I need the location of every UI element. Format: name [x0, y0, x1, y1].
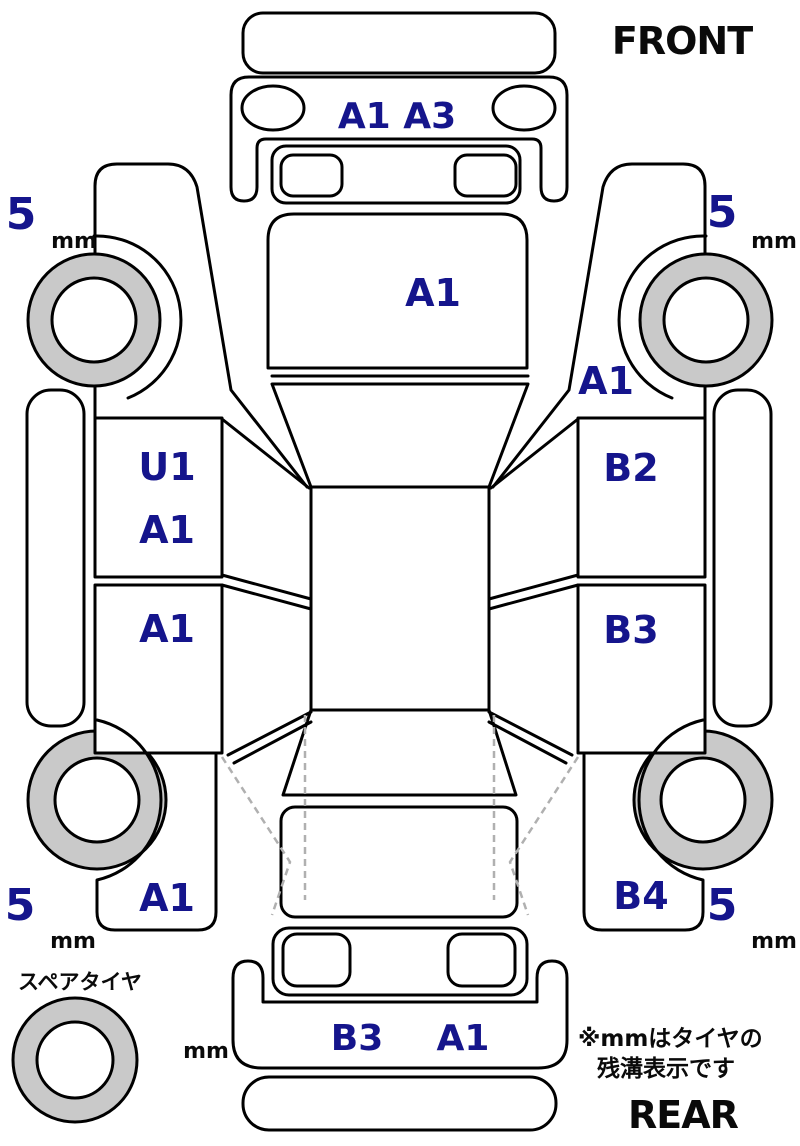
rear-end: [220, 715, 580, 1132]
left-c-pillar-line-1: [226, 710, 313, 757]
left-c-pillar-line-2: [232, 720, 313, 765]
front-right-fender: [491, 162, 708, 489]
spare-tread-unit: mm: [183, 1039, 229, 1064]
left-b-pillar-line-1: [220, 573, 313, 601]
front-left-fender: [92, 162, 309, 489]
right-c-pillar-line-1: [487, 710, 574, 757]
left-b-pillar-line-2: [220, 583, 313, 611]
rear-left-tread-value: 5: [5, 880, 36, 931]
front-right-tire: [638, 252, 774, 388]
hidden-line-right-quarter: [508, 756, 580, 916]
headlight-right: [491, 84, 557, 132]
left-front-door-label-1: U1: [138, 445, 195, 489]
hood: [266, 212, 530, 378]
right-b-pillar-line-1: [487, 573, 580, 601]
right-c-pillar-line-2: [487, 720, 568, 765]
taillight-right: [446, 932, 517, 988]
rear-left-tread-unit: mm: [50, 929, 96, 954]
rear-lower-trim: [241, 1075, 558, 1132]
right-front-fender-label: A1: [578, 359, 634, 403]
right-rear-door-label: B3: [603, 608, 658, 652]
front-title: FRONT: [612, 19, 753, 63]
note-line-1: ※mmはタイヤの: [578, 1026, 763, 1052]
hood-outline: [266, 212, 529, 370]
right-front-door: [576, 416, 707, 579]
rear-window: [281, 708, 518, 797]
front-upper-trim: [241, 11, 557, 75]
front-end: [229, 11, 569, 205]
right-rear-door: [576, 583, 707, 755]
taillight-left: [281, 932, 352, 988]
left-rear-door: [93, 583, 224, 755]
windshield: [270, 382, 530, 489]
rear-bumper-label-right: A1: [437, 1018, 490, 1059]
right-front-door-label: B2: [603, 446, 658, 490]
rear-right-tread-value: 5: [707, 880, 738, 931]
note-line-2: 残溝表示です: [597, 1055, 735, 1082]
right-quarter-panel-outline: [582, 718, 705, 932]
front-left-tire: [26, 252, 162, 388]
left-rocker-panel: [25, 388, 86, 728]
rear-bumper-label-left: B3: [331, 1018, 384, 1059]
headlight-left: [240, 84, 306, 132]
left-front-door-label-2: A1: [139, 508, 195, 552]
roof-panel: [309, 485, 491, 712]
grille-left-insert: [279, 153, 344, 198]
rear-right-tire: [632, 729, 774, 871]
left-quarter-panel-outline: [95, 718, 218, 932]
hidden-line-left-quarter: [220, 756, 292, 916]
front-left-fender-outline: [93, 162, 309, 489]
left-side: [25, 388, 224, 755]
left-a-pillar-line: [220, 417, 311, 490]
trunk-panel: [279, 805, 519, 919]
front-bumper-outline: [229, 75, 569, 203]
front-left-tread-unit: mm: [51, 229, 97, 254]
left-rear-door-label: A1: [139, 607, 195, 651]
grille-right-insert: [453, 153, 518, 198]
right-a-pillar-line: [489, 417, 580, 490]
rear-title: REAR: [628, 1093, 739, 1137]
front-right-tread-unit: mm: [751, 229, 797, 254]
right-side: [576, 388, 773, 755]
greenhouse: [220, 382, 580, 797]
hood-label: A1: [405, 271, 461, 315]
spare-tire: [11, 996, 139, 1124]
left-quarter-label: A1: [139, 876, 195, 920]
front-right-wheel-arch: [617, 234, 708, 400]
spare-tire-label: スペアタイヤ: [18, 970, 142, 994]
left-front-door: [93, 416, 224, 579]
front-left-tread-value: 5: [6, 189, 37, 240]
front-right-fender-outline: [491, 162, 707, 489]
right-quarter-label: B4: [613, 874, 668, 918]
front-bumper-label: A1 A3: [338, 96, 456, 137]
right-b-pillar-line-2: [487, 583, 580, 611]
front-left-wheel-arch: [92, 234, 183, 400]
rear-right-tread-unit: mm: [751, 929, 797, 954]
rear-bumper-outline: [231, 959, 569, 1070]
right-rocker-panel: [712, 388, 773, 728]
front-right-tread-value: 5: [707, 187, 738, 238]
